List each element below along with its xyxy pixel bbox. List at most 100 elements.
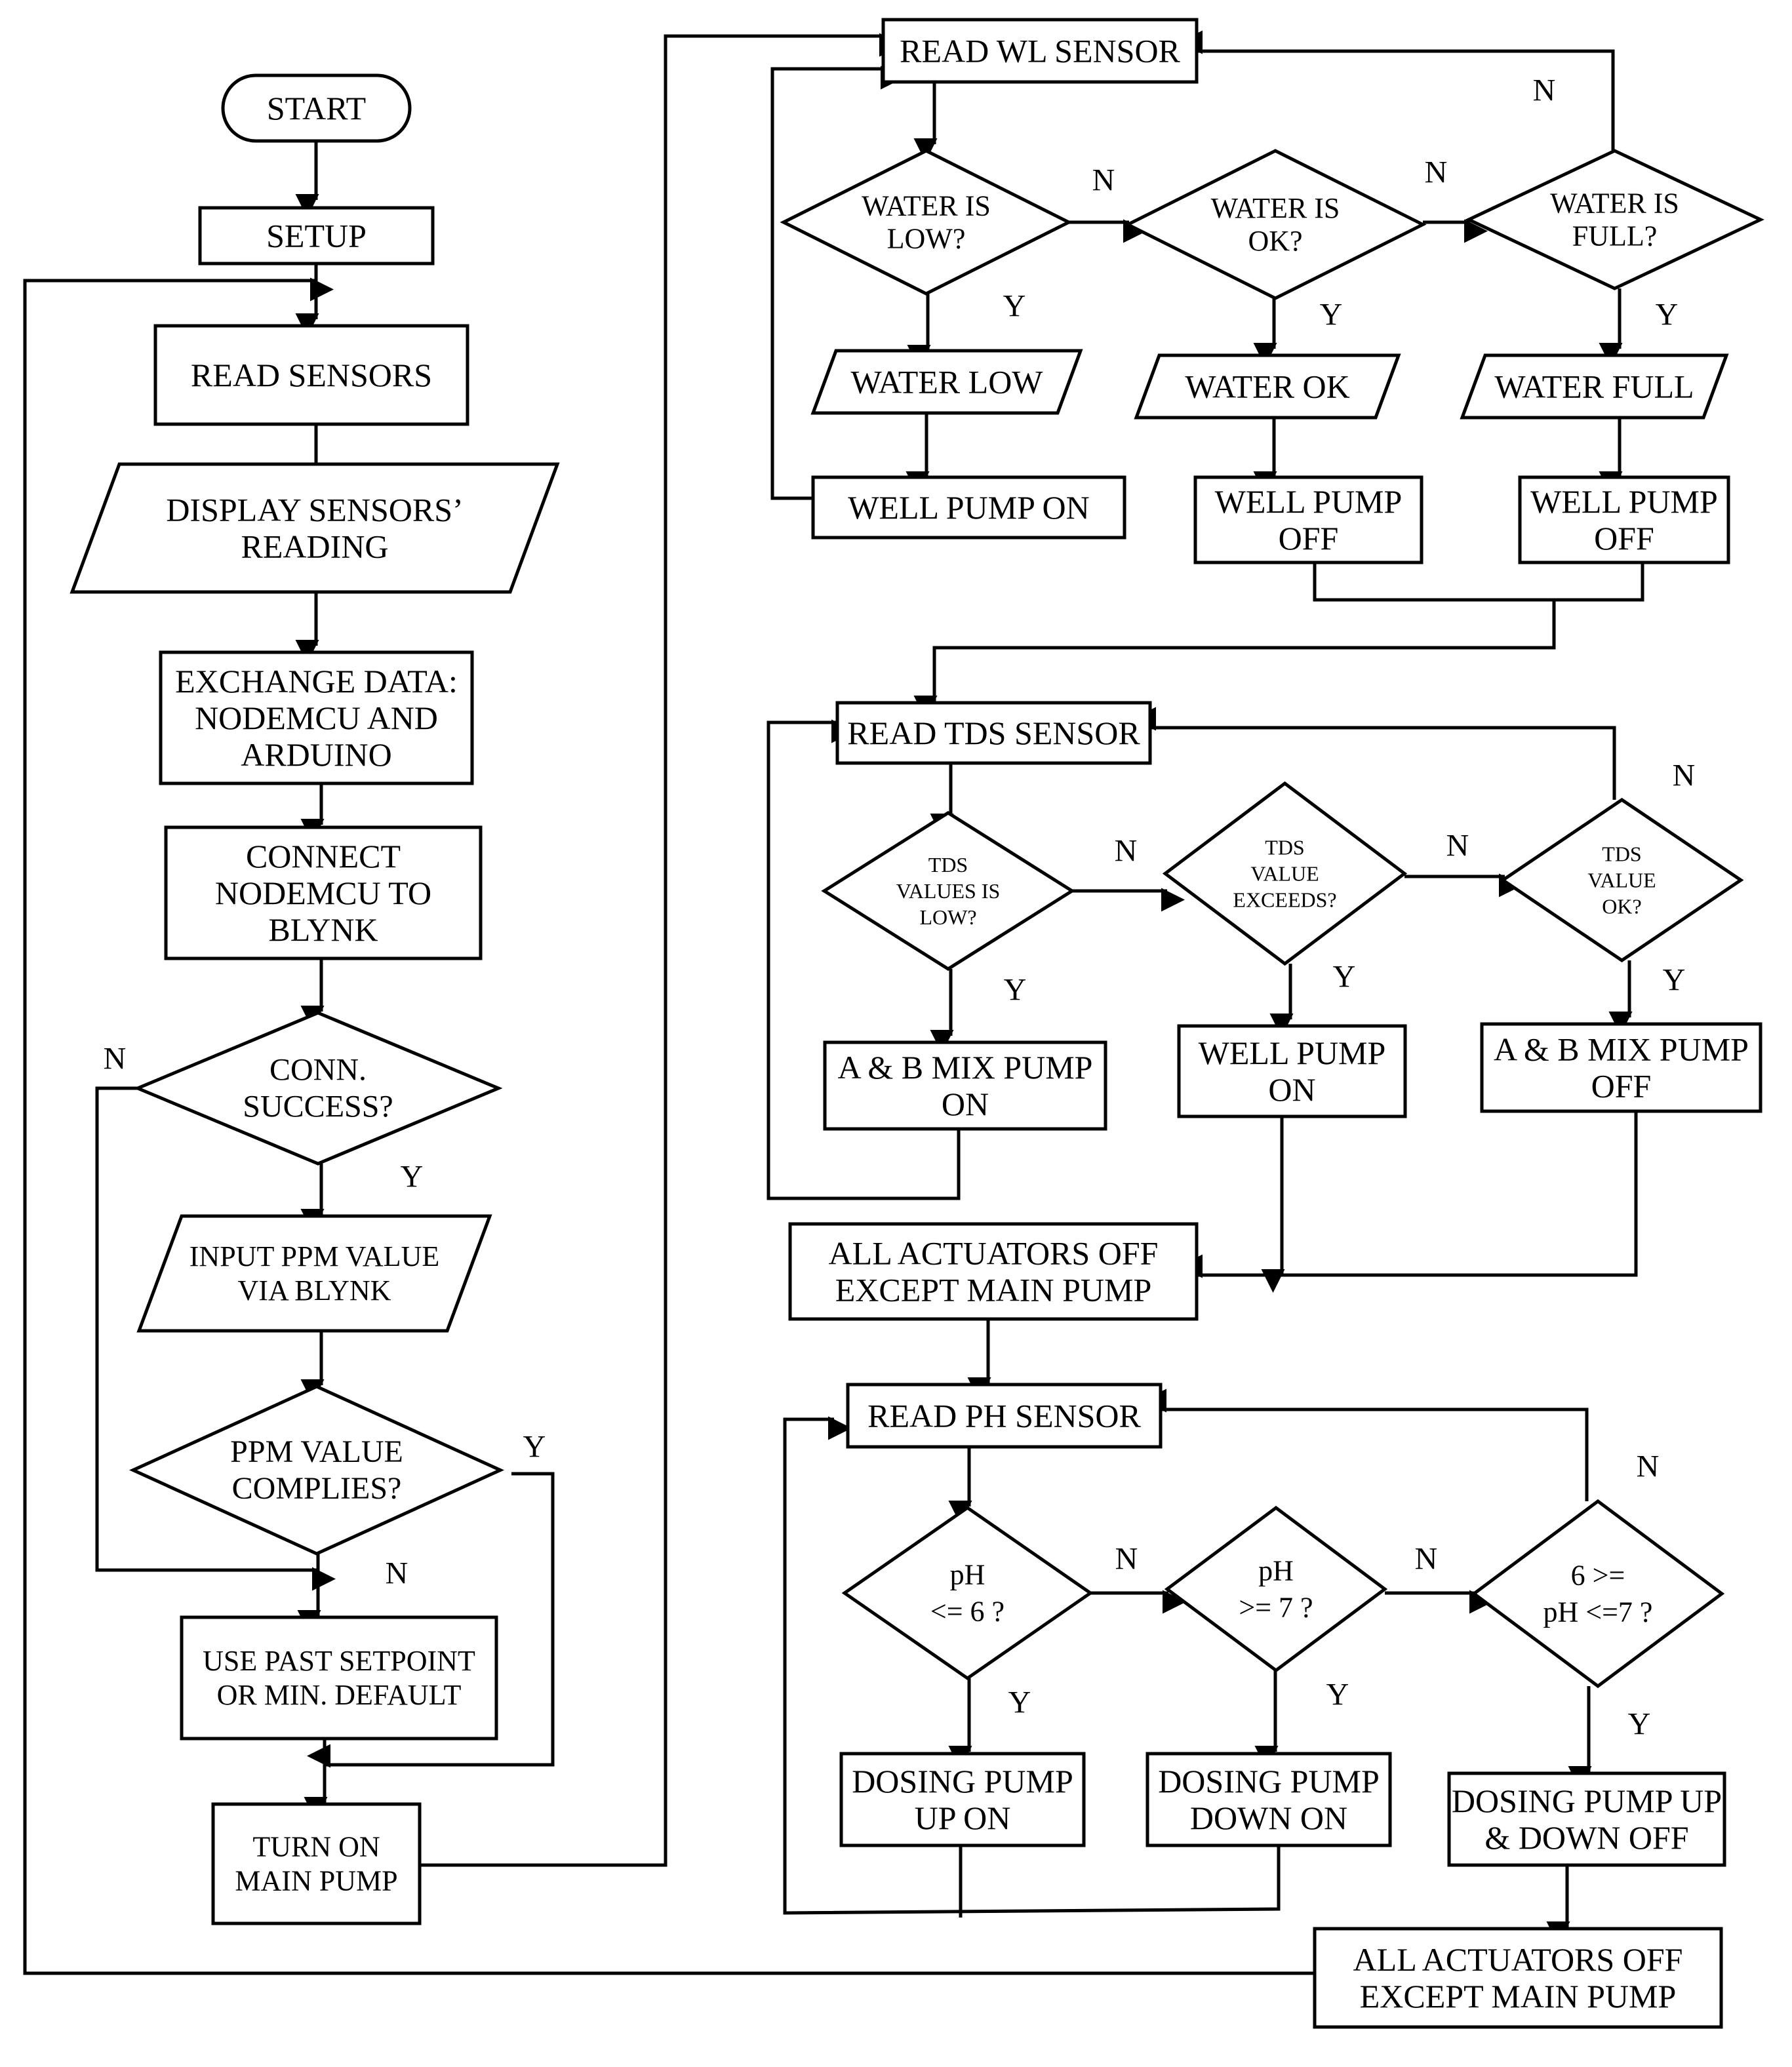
no-label: N (1115, 1542, 1138, 1577)
process-shape (211, 1802, 422, 1925)
node-label: ON (942, 1086, 989, 1122)
node-label: NODEMCU TO (215, 875, 431, 911)
node-label: VALUES IS (896, 879, 1001, 903)
yes-label: Y (1004, 973, 1027, 1008)
node-label: CONNECT (246, 838, 401, 875)
io-shape (70, 462, 560, 594)
node-label: WATER IS (1211, 192, 1340, 224)
process-shape (1177, 1024, 1407, 1118)
no-label: N (104, 1042, 127, 1076)
node-label: START (267, 90, 366, 127)
connector-line (1179, 1111, 1638, 1278)
decision-shape (1124, 149, 1427, 300)
yes-label: Y (523, 1430, 546, 1465)
node-label: TDS (928, 853, 968, 876)
process-shape (153, 324, 469, 426)
node-label: WELL PUMP ON (848, 489, 1090, 526)
no-label: N (1637, 1449, 1660, 1484)
node-label: >= 7 ? (1239, 1592, 1313, 1624)
node-label: EXCHANGE DATA: (175, 663, 458, 699)
node-label: OK? (1602, 895, 1641, 918)
process-shape (164, 825, 483, 960)
node-label: PPM VALUE (230, 1434, 403, 1469)
process-shape (839, 1752, 1086, 1847)
yes-label: Y (1656, 298, 1679, 332)
yes-label: Y (1628, 1707, 1651, 1742)
decision-shape (133, 1011, 503, 1166)
decision-shape (1164, 1505, 1388, 1673)
connector-line (767, 719, 961, 1200)
node-label: <= 6 ? (930, 1596, 1005, 1628)
node-label: FULL? (1572, 220, 1658, 252)
node-read-tds: READ TDS SENSOR (835, 701, 1152, 765)
connector-line (1132, 707, 1616, 800)
node-label: DISPLAY SENSORS’ (166, 492, 463, 528)
node-label: DOSING PUMP (1158, 1763, 1380, 1800)
node-label: LOW? (887, 223, 966, 255)
no-label: N (1533, 73, 1556, 108)
process-shape (823, 1040, 1107, 1131)
node-label: UP ON (915, 1800, 1011, 1836)
node-label: SUCCESS? (243, 1090, 393, 1124)
yes-label: Y (401, 1160, 424, 1194)
node-label: EXCEPT MAIN PUMP (1360, 1978, 1677, 2015)
node-label: LOW? (919, 905, 976, 929)
node-label: 6 >= (1571, 1560, 1625, 1592)
process-shape (1193, 475, 1424, 564)
node-label: ALL ACTUATORS OFF (829, 1235, 1159, 1272)
node-label: WATER OK (1185, 368, 1349, 405)
process-shape (1447, 1771, 1726, 1867)
process-shape (1313, 1927, 1723, 2029)
node-read-wl: READ WL SENSOR (881, 18, 1199, 84)
yes-label: Y (1320, 298, 1343, 332)
connector-line (1143, 1388, 1589, 1501)
node-label: EXCEEDS? (1233, 888, 1336, 912)
node-label: pH <=7 ? (1543, 1596, 1653, 1628)
node-label: A & B MIX PUMP (838, 1049, 1093, 1086)
no-label: N (1415, 1542, 1438, 1577)
node-label: OFF (1279, 520, 1339, 557)
connector-line (913, 600, 1556, 719)
node-label: WELL PUMP (1199, 1034, 1386, 1071)
no-label: N (1115, 834, 1138, 869)
process-shape (846, 1383, 1163, 1449)
node-display: DISPLAY SENSORS’READING (70, 462, 560, 594)
connector-line (307, 1472, 555, 1768)
no-label: N (1673, 758, 1696, 793)
node-label: OFF (1594, 520, 1654, 557)
node-water-ok: WATER OK (1134, 353, 1401, 420)
node-label: TDS (1265, 836, 1304, 859)
process-shape (1518, 475, 1730, 564)
io-shape (1460, 353, 1729, 420)
node-label: USE PAST SETPOINT (203, 1645, 475, 1677)
node-label: OFF (1591, 1068, 1652, 1105)
node-conn-success: CONN.SUCCESS? (133, 1011, 503, 1166)
node-label: pH (1258, 1555, 1294, 1587)
connectors (23, 30, 1644, 1975)
yes-label: Y (1008, 1685, 1031, 1720)
node-ph-le6-q: pH<= 6 ? (841, 1505, 1094, 1681)
decision-shape (821, 811, 1075, 971)
process-shape (788, 1222, 1199, 1321)
process-shape (835, 701, 1152, 765)
node-label: READING (241, 528, 389, 565)
node-label: WATER IS (862, 190, 991, 222)
decision-shape (1471, 1499, 1725, 1689)
node-ph-ge7-q: pH >= 7 ? (1164, 1505, 1388, 1673)
